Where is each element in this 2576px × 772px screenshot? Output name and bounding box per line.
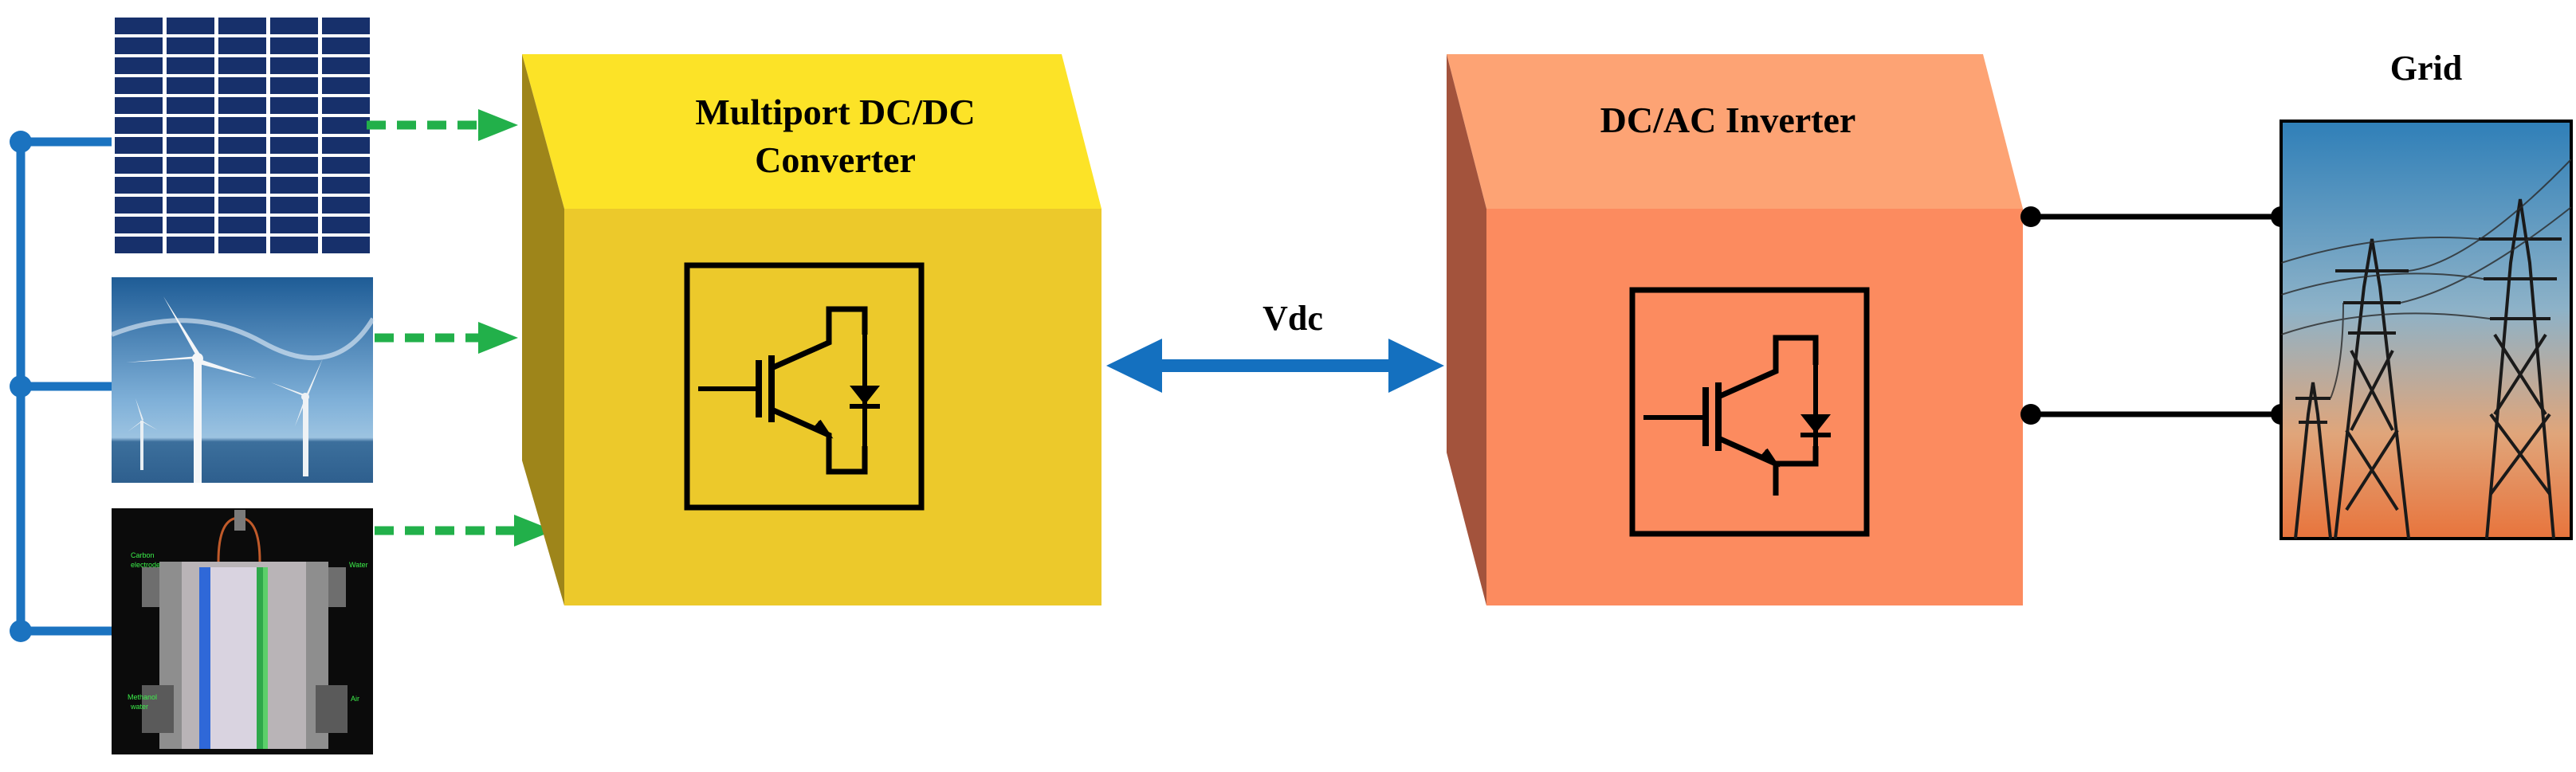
- solar-cell: [115, 37, 163, 54]
- fuel-cell-image: Carbon electrode Water Methanol water Ai…: [112, 508, 373, 754]
- solar-cell: [167, 137, 214, 154]
- solar-cell: [115, 97, 163, 114]
- solar-cell: [115, 197, 163, 214]
- solar-cell: [218, 37, 266, 54]
- solar-cell: [115, 18, 163, 34]
- transmission-tower-icon: [2294, 198, 2562, 539]
- bus-node: [10, 620, 32, 642]
- igbt-switch-icon: [684, 262, 925, 511]
- converter-title-line2: Converter: [755, 139, 916, 180]
- bus-node: [10, 375, 32, 398]
- igbt-switch-icon: [1629, 287, 1870, 537]
- grid-label: Grid: [2390, 49, 2462, 88]
- inverter-title: DC/AC Inverter: [1600, 100, 1856, 140]
- solar-cell: [270, 137, 318, 154]
- wind-turbine-image: [110, 277, 375, 483]
- solar-cell: [270, 197, 318, 214]
- bus-node: [10, 131, 32, 153]
- turbine-icon: [271, 359, 323, 476]
- solar-cell: [322, 18, 370, 34]
- power-grid-image: Grid: [2280, 49, 2573, 540]
- solar-cell: [270, 57, 318, 74]
- terminal-node: [2020, 206, 2041, 227]
- dc-bus: [10, 131, 112, 642]
- turbine-icon: [128, 398, 158, 470]
- solar-cell: [322, 157, 370, 174]
- fuel-cell-inset-label: water: [130, 703, 148, 711]
- solar-cell: [218, 157, 266, 174]
- solar-cell: [322, 217, 370, 233]
- solar-cell: [167, 237, 214, 253]
- solar-cell: [322, 77, 370, 94]
- solar-cell: [322, 137, 370, 154]
- solar-cell: [322, 197, 370, 214]
- solar-cell: [167, 37, 214, 54]
- fuel-cell-inset-label: electrode: [131, 561, 160, 569]
- solar-cell: [167, 77, 214, 94]
- solar-cell: [322, 177, 370, 194]
- grid-connection: [2020, 206, 2291, 425]
- solar-cell: [167, 18, 214, 34]
- solar-cell: [218, 237, 266, 253]
- solar-cell: [115, 117, 163, 134]
- solar-cell: [270, 177, 318, 194]
- solar-panel-image: [112, 16, 370, 255]
- solar-cell: [270, 77, 318, 94]
- solar-cell: [270, 37, 318, 54]
- solar-cell: [270, 217, 318, 233]
- solar-cell: [115, 137, 163, 154]
- solar-cell: [322, 57, 370, 74]
- terminal-node: [2020, 404, 2041, 425]
- solar-cell: [115, 57, 163, 74]
- solar-cell: [218, 117, 266, 134]
- solar-cell: [270, 157, 318, 174]
- solar-cell: [167, 157, 214, 174]
- vdc-label: Vdc: [1262, 299, 1323, 338]
- solar-cell: [322, 37, 370, 54]
- solar-cell: [322, 237, 370, 253]
- solar-cell: [167, 197, 214, 214]
- solar-cell: [115, 177, 163, 194]
- solar-cell: [218, 57, 266, 74]
- solar-cell: [322, 117, 370, 134]
- dcac-inverter-block: DC/AC Inverter: [1447, 54, 2023, 605]
- vdc-link-arrow: Vdc: [1106, 299, 1444, 393]
- turbine-icon: [126, 296, 257, 483]
- solar-cell: [218, 197, 266, 214]
- solar-cell: [115, 237, 163, 253]
- solar-cell: [167, 97, 214, 114]
- solar-cell: [167, 57, 214, 74]
- source-arrows: [367, 109, 554, 547]
- solar-cell: [218, 217, 266, 233]
- solar-cell: [322, 97, 370, 114]
- solar-cell: [115, 157, 163, 174]
- fuel-cell-inset-label: Air: [351, 695, 359, 703]
- dcdc-converter-block: Multiport DC/DC Converter: [522, 54, 1101, 605]
- solar-cell: [167, 217, 214, 233]
- solar-cell: [270, 237, 318, 253]
- converter-title-line1: Multiport DC/DC: [695, 92, 975, 132]
- solar-cell: [270, 117, 318, 134]
- solar-cell: [167, 117, 214, 134]
- fuel-cell-inset-label: Water: [349, 561, 368, 569]
- solar-cell: [115, 77, 163, 94]
- solar-cell: [218, 18, 266, 34]
- solar-cell: [167, 177, 214, 194]
- power-line-icon: [2280, 159, 2572, 399]
- solar-cell: [218, 97, 266, 114]
- solar-cell: [270, 18, 318, 34]
- solar-cell: [218, 137, 266, 154]
- solar-cell: [115, 217, 163, 233]
- solar-cell: [218, 177, 266, 194]
- fuel-cell-inset-label: Carbon: [131, 551, 155, 559]
- fuel-cell-inset-label: Methanol: [128, 693, 157, 701]
- solar-cell: [270, 97, 318, 114]
- solar-cell: [218, 77, 266, 94]
